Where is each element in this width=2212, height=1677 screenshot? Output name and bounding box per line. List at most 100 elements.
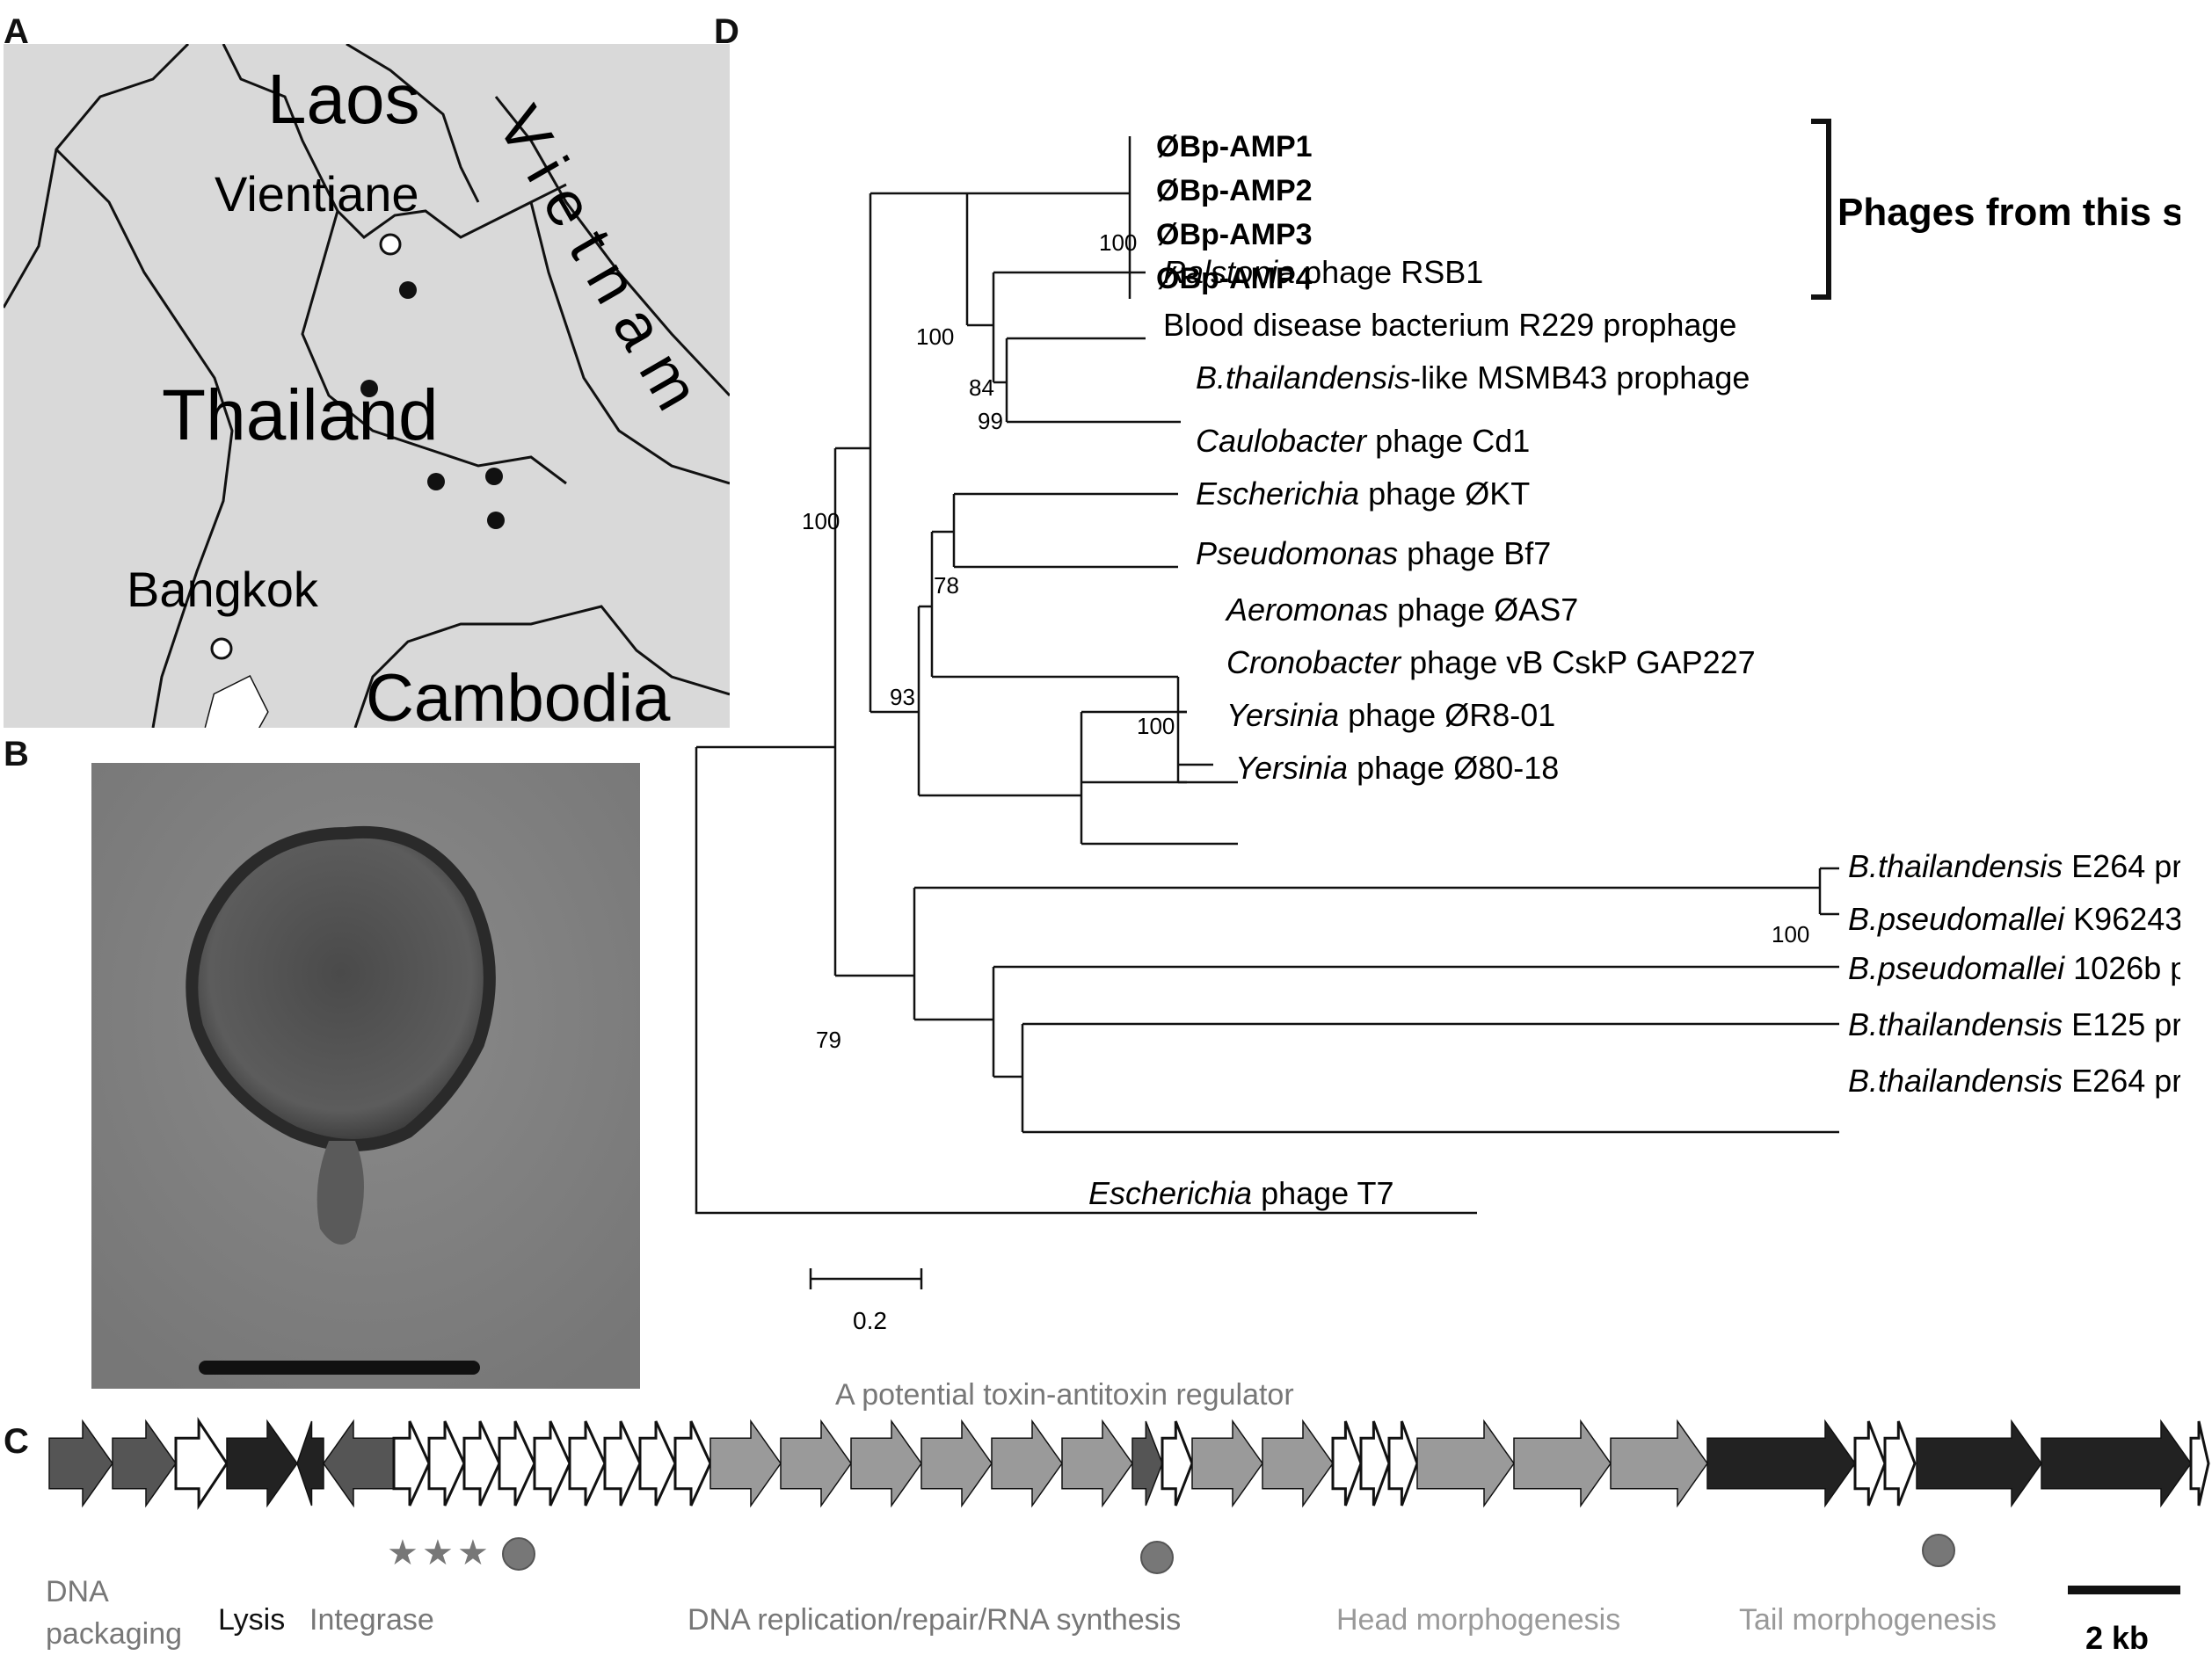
module-label-dna: DNA: [46, 1575, 109, 1608]
bootstrap-value: 78: [934, 572, 959, 599]
module-label-head: Head morphogenesis: [1336, 1603, 1620, 1637]
gene-arrow: [498, 1420, 536, 1506]
gene-arrow: [174, 1417, 229, 1510]
gene-arrow: [1131, 1420, 1163, 1506]
gene-arrow: [2189, 1420, 2210, 1506]
taxon-label: Escherichia phage T7: [1088, 1175, 1394, 1211]
gene-arrow: [462, 1420, 501, 1506]
gene-arrow: [1262, 1419, 1334, 1508]
phage-tail: [317, 1141, 364, 1245]
group-label: Phages from this study: [1837, 191, 2180, 234]
bootstrap-value: 100: [916, 323, 954, 350]
map-panel: Laos Vientiane Thailand Bangkok Cambodia…: [4, 44, 730, 728]
map-label-cambodia: Cambodia: [366, 661, 671, 728]
taxon-label: B.thailandensis E264 prophage-2: [1848, 848, 2180, 884]
star-marker: ★: [387, 1534, 418, 1572]
city-marker-vientiane: [379, 233, 402, 256]
gene-arrow: [568, 1420, 607, 1506]
bootstrap-value: 100: [1772, 921, 1809, 947]
module-label-replication: DNA replication/repair/RNA synthesis: [688, 1603, 1181, 1637]
map-label-bangkok: Bangkok: [127, 562, 319, 617]
genome-scale-bar: [2068, 1586, 2180, 1594]
gene-arrow: [1853, 1420, 1887, 1506]
gene-arrow: [2041, 1419, 2192, 1508]
electron-micrograph: [91, 763, 640, 1389]
gene-arrow: [1883, 1420, 1917, 1506]
marker-circles: [502, 1534, 1955, 1574]
bootstrap-value: 100: [1099, 229, 1137, 256]
sampling-site-marker: [487, 512, 505, 529]
sampling-site-marker: [427, 473, 445, 490]
module-label-tail: Tail morphogenesis: [1739, 1603, 1997, 1637]
gulf-of-thailand: [206, 677, 267, 728]
gene-arrow: [226, 1419, 298, 1508]
module-label-lysis: Lysis: [218, 1603, 285, 1637]
tree-branches-leaves: [1176, 677, 1213, 784]
gene-arrow: [1706, 1419, 1856, 1508]
gene-arrow: [1191, 1419, 1263, 1508]
phage-label: ØBp-AMP1: [1156, 130, 1313, 163]
phage-label: ØBp-AMP4: [1156, 262, 1313, 295]
bootstrap-value: 100: [1137, 713, 1175, 739]
map-label-laos: Laos: [267, 60, 419, 138]
gene-arrow: [1916, 1419, 2042, 1508]
tree-scale-bar: [809, 1268, 923, 1289]
sampling-site-marker: [399, 281, 417, 299]
taxon-labels: Ralstonia phage RSB1 Blood disease bacte…: [1088, 254, 2180, 1211]
gene-arrow: [112, 1419, 177, 1508]
gene-arrow: [603, 1420, 642, 1506]
taxon-label: B.pseudomallei 1026b prophage: [1848, 950, 2180, 986]
taxon-label: B.thailandensis E264 prophage-1: [1848, 1063, 2180, 1099]
gene-arrow: [638, 1420, 677, 1506]
phage-capsid: [186, 825, 496, 1151]
gene-arrow: [780, 1419, 852, 1508]
gene-arrow: [991, 1419, 1063, 1508]
study-phages: ØBp-AMP1 ØBp-AMP2 ØBp-AMP3 ØBp-AMP4: [1156, 130, 1313, 295]
circle-marker: [1922, 1534, 1955, 1567]
sampling-site-marker: [360, 380, 378, 397]
gene-arrow: [920, 1419, 993, 1508]
taxon-label: Caulobacter phage Cd1: [1196, 423, 1530, 459]
toxin-regulator-label: A potential toxin-antitoxin regulator: [835, 1378, 1294, 1412]
map-label-vientiane: Vientiane: [215, 166, 419, 221]
star-marker: ★: [457, 1534, 489, 1572]
bootstrap-value: 100: [802, 508, 840, 534]
taxon-label: B.thailandensis-like MSMB43 prophage: [1196, 359, 1750, 396]
bootstrap-value: 99: [978, 408, 1003, 434]
gene-arrow: [1331, 1420, 1363, 1506]
gene-arrow: [533, 1420, 571, 1506]
taxon-label: Pseudomonas phage Bf7: [1196, 535, 1551, 571]
gene-arrow: [1359, 1420, 1391, 1506]
taxon-label: Aeromonas phage ØAS7: [1225, 592, 1578, 628]
circle-marker: [502, 1537, 535, 1571]
gene-arrow: [1416, 1419, 1515, 1508]
gene-arrow: [709, 1419, 782, 1508]
sampling-sites: [360, 281, 505, 529]
gene-arrow: [1610, 1419, 1708, 1508]
panel-label-c: C: [4, 1422, 29, 1461]
city-marker-bangkok: [210, 637, 233, 660]
group-bracket: [1811, 119, 1831, 300]
taxon-label: B.pseudomallei K96243 prophage: [1848, 901, 2180, 937]
gene-arrow: [1513, 1419, 1612, 1508]
em-scale-bar: [199, 1361, 480, 1375]
gene-arrow: [323, 1419, 395, 1508]
star-marker: ★: [422, 1534, 454, 1572]
gene-arrow: [850, 1419, 922, 1508]
taxon-label: Yersinia phage Ø80-18: [1235, 750, 1559, 786]
module-labels: DNA packaging Lysis Integrase DNA replic…: [46, 1575, 1997, 1651]
gene-arrows: [48, 1417, 2210, 1510]
gene-arrow: [1387, 1420, 1419, 1506]
taxon-label: B.thailandensis E125 prophage: [1848, 1006, 2180, 1042]
sampling-site-marker: [485, 468, 503, 485]
genome-map: A potential toxin-antitoxin regulator ★ …: [46, 1378, 2210, 1656]
taxon-label: Cronobacter phage vB CskP GAP227: [1226, 644, 1756, 680]
taxon-label: Blood disease bacterium R229 prophage: [1163, 307, 1736, 343]
gene-arrow: [296, 1420, 324, 1506]
gene-arrow: [673, 1420, 712, 1506]
phage-label: ØBp-AMP2: [1156, 174, 1313, 207]
module-label-integrase: Integrase: [309, 1603, 434, 1637]
bootstrap-value: 93: [890, 684, 915, 710]
phylogenetic-tree: Phages from this study ØBp-AMP1 ØBp-AMP2…: [695, 119, 2180, 1334]
taxon-label: Yersinia phage ØR8-01: [1226, 697, 1555, 733]
